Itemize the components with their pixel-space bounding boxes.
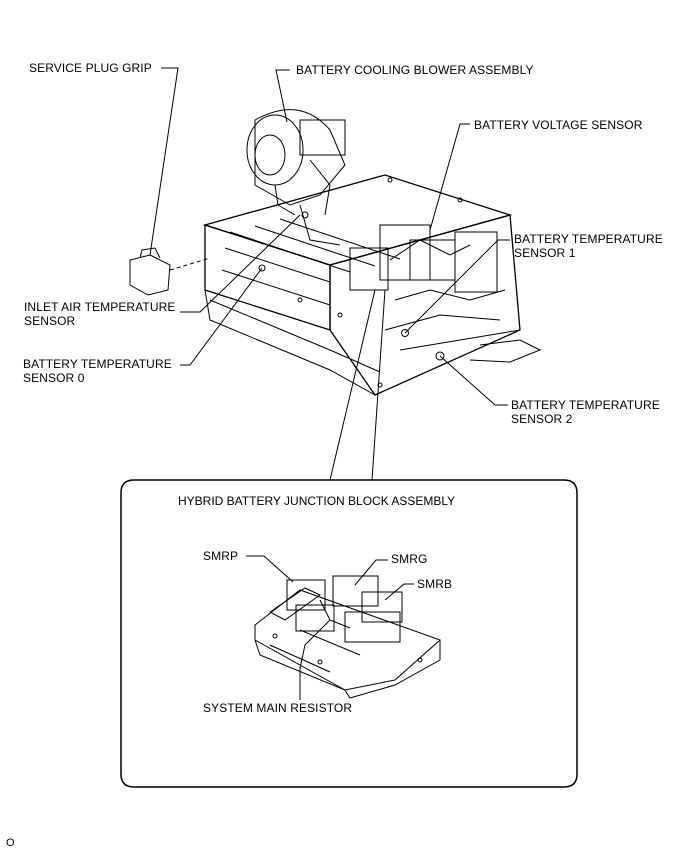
label-line: SENSOR 0 (23, 371, 85, 385)
label-smrg: SMRG (391, 552, 428, 566)
label-smrp: SMRP (203, 549, 239, 563)
label-line: SENSOR 1 (514, 246, 576, 260)
label-service-plug-grip: SERVICE PLUG GRIP (29, 61, 152, 75)
blower-drawing (246, 109, 346, 246)
label-battery-voltage-sensor: BATTERY VOLTAGE SENSOR (474, 118, 643, 132)
label-battery-temperature-sensor-1: BATTERY TEMPERATURE SENSOR 1 (514, 232, 663, 260)
label-system-main-resistor: SYSTEM MAIN RESISTOR (203, 701, 353, 715)
label-battery-cooling-blower-assembly: BATTERY COOLING BLOWER ASSEMBLY (296, 63, 534, 77)
inset-leader-lines (246, 555, 414, 700)
label-line: SENSOR 2 (511, 412, 573, 426)
label-line: SENSOR (24, 314, 76, 328)
inset-frame (120, 479, 578, 788)
label-line: INLET AIR TEMPERATURE (24, 300, 176, 314)
inset-title: HYBRID BATTERY JUNCTION BLOCK ASSEMBLY (178, 494, 456, 508)
battery-pack-drawing (202, 174, 542, 396)
leader-lines (149, 67, 510, 481)
figure-code: O (6, 837, 15, 849)
label-line: BATTERY TEMPERATURE (23, 357, 172, 371)
service-plug-grip-drawing (129, 247, 211, 296)
junction-block-drawing (254, 575, 441, 699)
label-battery-temperature-sensor-0: BATTERY TEMPERATURE SENSOR 0 (23, 357, 172, 385)
label-smrb: SMRB (417, 577, 453, 591)
label-line: BATTERY TEMPERATURE (514, 232, 663, 246)
label-battery-temperature-sensor-2: BATTERY TEMPERATURE SENSOR 2 (511, 398, 660, 426)
label-inlet-air-temperature-sensor: INLET AIR TEMPERATURE SENSOR (24, 300, 175, 328)
label-line: BATTERY TEMPERATURE (511, 398, 660, 412)
